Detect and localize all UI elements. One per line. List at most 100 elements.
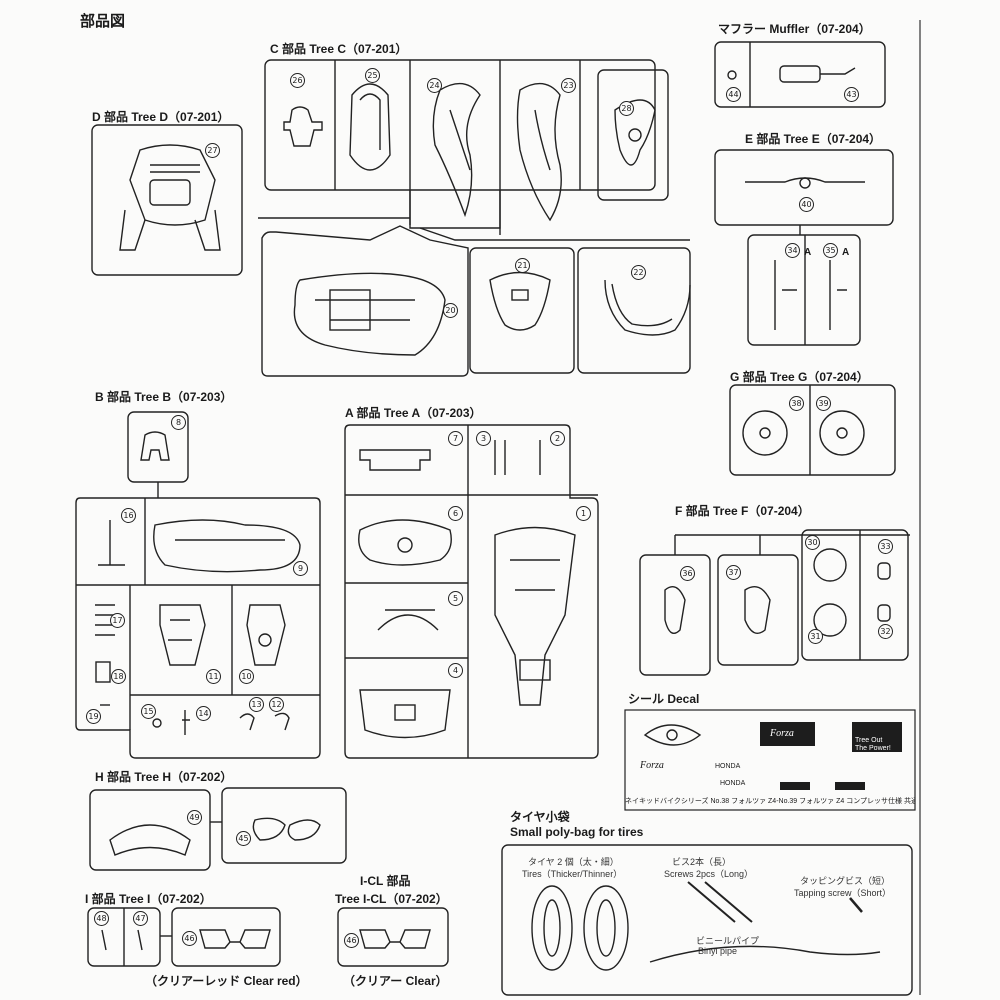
part-36 <box>664 586 686 634</box>
part-47 <box>137 929 143 951</box>
part-6 <box>358 519 452 566</box>
part-40 <box>745 177 865 189</box>
tires-jp-label: タイヤ 2 個（太・細） <box>528 857 619 867</box>
part-35 <box>829 260 847 330</box>
screws-en-label: Screws 2pcs（Long） <box>664 869 754 879</box>
decal-footer-text: ネイキッドバイクシリーズ No.38 フォルツァ Z4-No.39 フォルツァ … <box>625 798 915 805</box>
tree-icl-label-2: Tree I-CL（07-202） <box>335 892 448 906</box>
tree-i-frame <box>87 907 281 967</box>
part-number-48: 48 <box>94 911 109 926</box>
part-number-47: 47 <box>133 911 148 926</box>
part-1 <box>494 526 576 706</box>
muffler-frame <box>714 41 886 108</box>
part-5 <box>377 609 439 631</box>
tree-h-label: H 部品 Tree H（07-202） <box>95 770 233 784</box>
tree-e-sub-frame <box>747 225 861 346</box>
part-32 <box>877 604 891 622</box>
part-number-46a: 46 <box>182 931 197 946</box>
part-27 <box>119 144 221 251</box>
part-number-18: 18 <box>111 669 126 684</box>
part-43 <box>779 65 856 83</box>
tree-g-label: G 部品 Tree G（07-204） <box>730 370 869 384</box>
vinyl-jp-label: ビニールパイプ <box>696 936 760 946</box>
part-number-6: 6 <box>448 506 463 521</box>
tree-e-frame <box>714 149 894 226</box>
tapping-screw-drawing <box>849 897 863 913</box>
part-number-45: 45 <box>236 831 251 846</box>
decal-label: シール Decal <box>628 692 700 706</box>
part-tag-a34: A <box>804 247 812 258</box>
part-number-24: 24 <box>427 78 442 93</box>
part-number-25: 25 <box>365 68 380 83</box>
part-49 <box>109 824 191 856</box>
part-number-40: 40 <box>799 197 814 212</box>
part-25 <box>349 83 391 171</box>
part-34 <box>774 260 797 330</box>
part-number-2: 2 <box>550 431 565 446</box>
part-number-27: 27 <box>205 143 220 158</box>
tree-a-label: A 部品 Tree A（07-203） <box>345 406 482 420</box>
part-number-26: 26 <box>290 73 305 88</box>
part-11 <box>159 604 206 666</box>
part-17 <box>95 604 115 636</box>
part-number-44: 44 <box>726 87 741 102</box>
part-number-49: 49 <box>187 810 202 825</box>
tapping-en-label: Tapping screw（Short） <box>794 888 892 898</box>
muffler-label: マフラー Muffler（07-204） <box>718 22 871 36</box>
part-number-15: 15 <box>141 704 156 719</box>
tree-f-frame <box>639 529 910 676</box>
part-number-20: 20 <box>443 303 458 318</box>
decal-forza-dark <box>760 722 815 746</box>
part-number-1: 1 <box>576 506 591 521</box>
vinyl-en-label: Binyl pipe <box>698 946 738 956</box>
tire-bag-frame <box>501 844 913 996</box>
part-number-14: 14 <box>196 706 211 721</box>
tree-c-label: C 部品 Tree C（07-201） <box>270 42 408 56</box>
part-number-35: 35 <box>823 243 838 258</box>
tree-d-label: D 部品 Tree D（07-201） <box>92 110 230 124</box>
tree-b-label: B 部品 Tree B（07-203） <box>95 390 233 404</box>
part-33 <box>877 562 891 580</box>
part-number-22: 22 <box>631 265 646 280</box>
decal-forza-text: Forza <box>640 760 664 771</box>
part-number-39: 39 <box>816 396 831 411</box>
part-number-4: 4 <box>448 663 463 678</box>
tree-c-frame <box>258 59 690 241</box>
part-46-clear <box>359 929 431 949</box>
tree-f-label: F 部品 Tree F（07-204） <box>675 504 810 518</box>
part-22 <box>604 279 691 336</box>
part-number-33: 33 <box>878 539 893 554</box>
tires-en-label: Tires（Thicker/Thinner） <box>522 869 623 879</box>
part-10 <box>246 604 286 666</box>
part-45 <box>252 817 321 841</box>
decal-small-dark-2 <box>835 782 865 790</box>
part-number-9: 9 <box>293 561 308 576</box>
part-number-38: 38 <box>789 396 804 411</box>
part-number-28: 28 <box>619 101 634 116</box>
tree-d-frame <box>91 124 243 276</box>
part-39 <box>819 410 865 456</box>
part-number-34: 34 <box>785 243 800 258</box>
part-number-31: 31 <box>808 629 823 644</box>
part-15 <box>152 718 162 728</box>
part-number-8: 8 <box>171 415 186 430</box>
part-7 <box>359 449 431 471</box>
decal-sheet <box>624 709 916 811</box>
part-46-red <box>199 929 271 949</box>
part-number-30: 30 <box>805 535 820 550</box>
part-38 <box>742 410 788 456</box>
decal-small-dark-1 <box>780 782 810 790</box>
part-8 <box>140 431 170 461</box>
decal-honda-2: HONDA <box>720 780 746 787</box>
part-number-23: 23 <box>561 78 576 93</box>
vinyl-pipe-drawing <box>649 945 881 963</box>
part-number-21: 21 <box>515 258 530 273</box>
tree-b-frame <box>75 411 321 759</box>
part-9 <box>153 519 301 573</box>
part-4 <box>359 689 451 739</box>
part-31 <box>813 603 847 637</box>
tire-bag-title: タイヤ小袋 <box>510 810 570 824</box>
part-23 <box>516 82 562 222</box>
part-number-5: 5 <box>448 591 463 606</box>
